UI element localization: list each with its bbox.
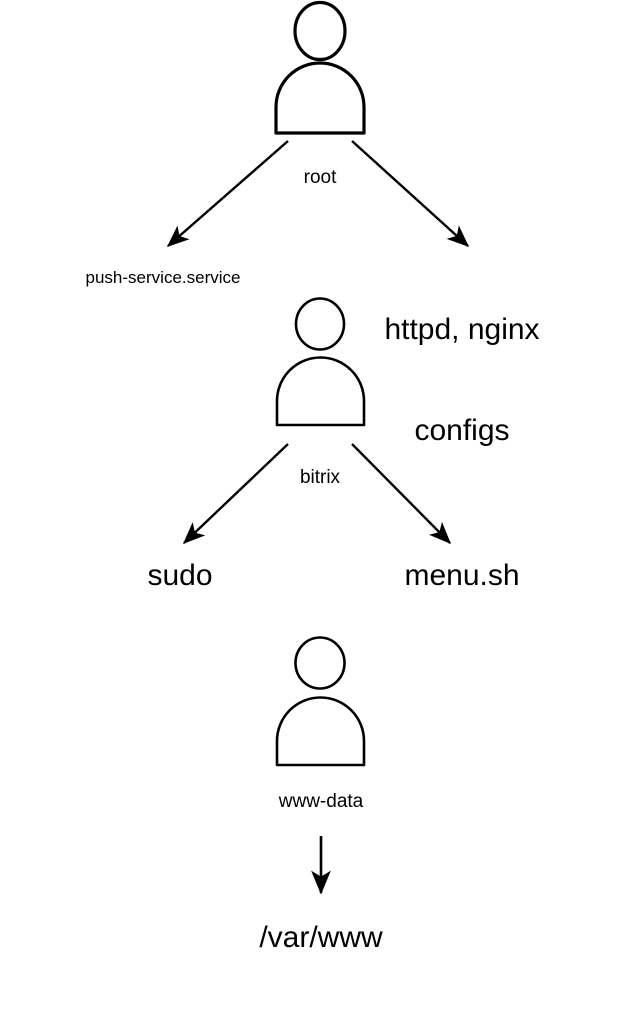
person-head-icon — [294, 636, 346, 690]
edge-root-to-push-service — [166, 140, 289, 247]
person-body-icon — [275, 356, 366, 427]
node-label-sudo: sudo — [147, 559, 213, 592]
edge-root-to-httpd-configs — [351, 140, 470, 247]
person-head-icon — [294, 297, 346, 351]
node-label-httpd-nginx-configs: httpd, nginx configs — [357, 246, 567, 515]
person-body-icon — [275, 696, 366, 767]
httpd-nginx-line-2: configs — [414, 413, 510, 447]
node-label-www-data: www-data — [278, 791, 364, 812]
person-head-icon — [293, 0, 347, 62]
node-label-menu-sh: menu.sh — [404, 559, 520, 592]
httpd-nginx-line-1: httpd, nginx — [384, 313, 540, 347]
edge-bitrix-to-menu-sh — [351, 443, 452, 545]
edge-label-root: root — [303, 167, 337, 188]
edge-bitrix-to-sudo — [182, 443, 289, 544]
person-icon-www-data — [275, 636, 366, 767]
person-icon-root — [274, 0, 366, 135]
node-label-push-service: push-service.service — [85, 268, 241, 287]
person-body-icon — [274, 61, 366, 135]
node-label-var-www: /var/www — [259, 921, 383, 954]
edge-label-bitrix: bitrix — [299, 467, 341, 488]
person-icon-bitrix — [275, 297, 366, 427]
